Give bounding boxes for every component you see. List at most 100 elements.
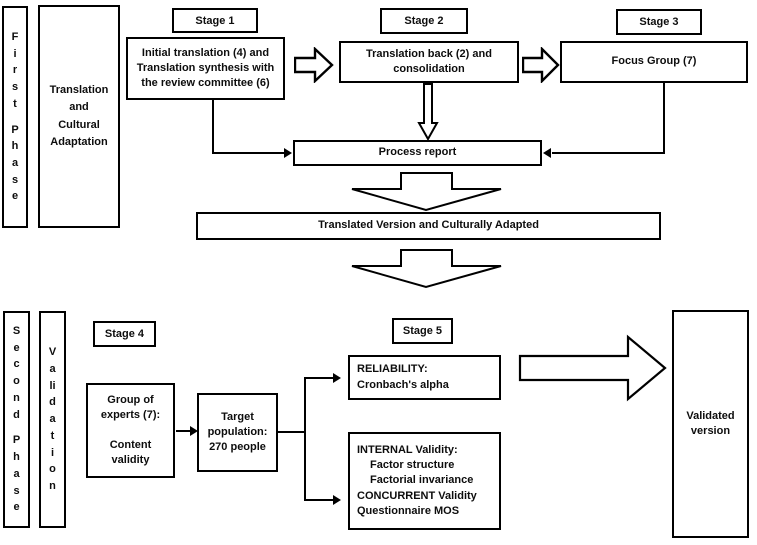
target-population-box: Target population: 270 people: [197, 393, 278, 472]
stage-5-tag: Stage 5: [392, 318, 453, 344]
validity-line: CONCURRENT Validity: [357, 489, 477, 502]
stage-1-line: the review committee (6): [141, 77, 270, 90]
validation-letter: a: [49, 362, 56, 375]
phase2-letter: S: [12, 325, 21, 338]
reliability-line: RELIABILITY:: [357, 363, 428, 376]
reliability-line: Cronbach's alpha: [357, 378, 449, 391]
stage-3-box: Focus Group (7): [560, 41, 748, 83]
validity-line: INTERNAL Validity:: [357, 444, 458, 457]
connector-to-internal-validity: [304, 499, 335, 501]
phase1-letter: r: [12, 64, 18, 77]
stage-1-tag: Stage 1: [172, 8, 258, 33]
connector-to-reliability: [304, 377, 335, 379]
population-line: Target: [221, 410, 254, 423]
arrowhead-into-population-icon: [190, 426, 198, 436]
translated-version-box: Translated Version and Culturally Adapte…: [196, 212, 661, 240]
phase1-process-line: Translation: [49, 84, 109, 97]
first-phase-letters: F i r s t P h a s e: [11, 29, 18, 205]
phase1-process-line: Cultural: [58, 118, 100, 131]
group-of-experts-box: Group of experts (7): Content validity: [86, 383, 175, 478]
experts-line-gap: [101, 423, 160, 438]
arrow-to-validated-version-icon: [518, 334, 668, 402]
second-phase-letters: S e c o n d P h a s e: [13, 323, 20, 516]
arrow-translated-version-to-phase2-icon: [349, 249, 504, 289]
arrowhead-into-process-report-left-icon: [284, 148, 292, 158]
arrow-stage2-to-process-report-icon: [417, 83, 439, 141]
phase1-letter: P: [11, 123, 19, 136]
phase1-letter: i: [13, 47, 17, 60]
phase2-letter: a: [13, 467, 20, 480]
stage-4-tag: Stage 4: [93, 321, 156, 347]
experts-line: validity: [111, 454, 150, 467]
connector-population-split-vertical: [304, 377, 306, 501]
connector-stage1-right: [212, 152, 286, 154]
stage-1-line: Translation synthesis with: [136, 61, 275, 74]
connector-stage3-down: [663, 83, 665, 154]
phase1-letter: h: [11, 140, 19, 153]
phase1-letter: F: [11, 30, 19, 43]
arrow-process-report-to-translated-version-icon: [349, 172, 504, 212]
population-line: population:: [207, 425, 268, 438]
validation-label-bar: V a li d a t i o n: [39, 311, 66, 528]
phase1-process-line: and: [69, 101, 89, 114]
validated-version-box: Validated version: [672, 310, 749, 538]
validated-line: version: [690, 425, 731, 437]
process-report-box: Process report: [293, 140, 542, 166]
phase1-letter: t: [13, 97, 17, 110]
second-phase-label-bar: S e c o n d P h a s e: [3, 311, 30, 528]
first-phase-label-bar: F i r s t P h a s e: [2, 6, 28, 228]
experts-line: experts (7):: [100, 408, 161, 421]
phase2-letter: s: [13, 484, 20, 497]
arrow-stage1-to-stage2-icon: [294, 47, 334, 83]
stage-3-tag-label: Stage 3: [639, 16, 679, 28]
connector-experts-to-population: [176, 430, 192, 432]
phase2-letter: e: [13, 341, 20, 354]
stage-1-box: Initial translation (4) and Translation …: [126, 37, 285, 100]
validation-letter: li: [49, 379, 56, 392]
stage-1-tag-label: Stage 1: [195, 14, 235, 27]
stage-2-box: Translation back (2) and consolidation: [339, 41, 519, 83]
validated-line: Validated: [686, 409, 735, 422]
validity-line: Factor structure: [370, 459, 455, 472]
experts-line: Content: [109, 439, 152, 452]
phase2-letter: n: [13, 391, 20, 404]
arrowhead-into-internal-validity-icon: [333, 495, 341, 505]
validation-letter: d: [49, 396, 56, 409]
translated-version-label: Translated Version and Culturally Adapte…: [318, 219, 539, 232]
validity-line: Factorial invariance: [370, 474, 474, 487]
internal-validity-box: INTERNAL Validity: Factor structure Fact…: [348, 432, 501, 530]
stage-3-line: Focus Group (7): [611, 55, 697, 68]
process-report-label: Process report: [378, 146, 457, 159]
phase1-letter: s: [11, 81, 19, 94]
arrow-stage2-to-stage3-icon: [522, 47, 560, 83]
stage-1-line: Initial translation (4) and: [141, 46, 270, 59]
stage-4-tag-label: Stage 4: [104, 328, 145, 340]
phase1-process-line: Adaptation: [50, 135, 108, 148]
experts-line: Group of: [107, 393, 154, 406]
validation-letter: o: [49, 463, 56, 476]
stage-2-tag-label: Stage 2: [404, 15, 444, 27]
reliability-box: RELIABILITY: Cronbach's alpha: [348, 355, 501, 400]
population-line: 270 people: [209, 441, 266, 454]
validation-letter: i: [50, 446, 55, 459]
stage-2-line: consolidation: [393, 63, 465, 75]
connector-stage3-left: [552, 152, 665, 154]
translation-cultural-adaptation-bar: Translation and Cultural Adaptation: [38, 5, 120, 228]
connector-population-trunk: [278, 431, 306, 433]
phase2-letter: o: [13, 375, 20, 388]
phase1-letter: s: [11, 173, 19, 186]
validation-letter: n: [49, 480, 56, 493]
phase1-letter: e: [11, 190, 19, 203]
validation-letter: a: [49, 413, 56, 426]
phase2-letter: c: [13, 358, 20, 371]
validation-letter: V: [48, 346, 57, 359]
phase2-letter: d: [13, 408, 20, 421]
validation-letters: V a li d a t i o n: [49, 344, 56, 494]
connector-stage1-down: [212, 100, 214, 154]
stage-2-line: Translation back (2) and: [366, 47, 492, 60]
arrowhead-into-process-report-right-icon: [543, 148, 551, 158]
phase1-letter: a: [11, 156, 19, 169]
stage-2-tag: Stage 2: [380, 8, 468, 34]
arrowhead-into-reliability-icon: [333, 373, 341, 383]
